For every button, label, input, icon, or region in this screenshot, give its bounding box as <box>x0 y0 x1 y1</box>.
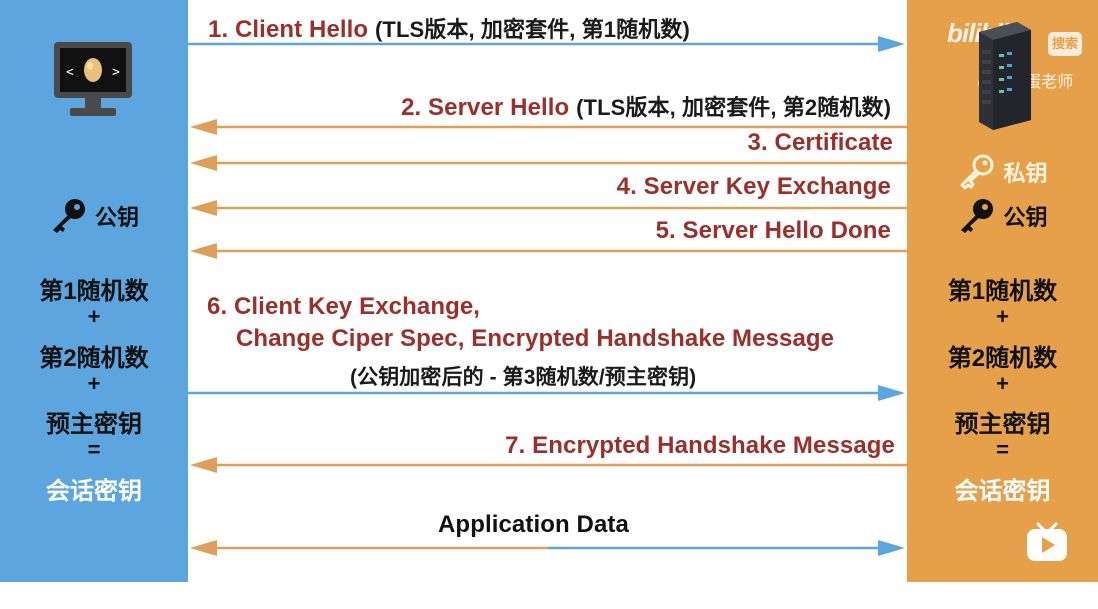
arrow-server-hello-done <box>190 243 907 259</box>
client-public-key: 公钥 <box>0 198 188 234</box>
msg-client-key-exchange-line1: 6. Client Key Exchange, <box>207 293 481 320</box>
server-equals: = <box>996 437 1009 462</box>
message-flow: 1. Client Hello (TLS版本, 加密套件, 第1随机数) 2. … <box>188 0 907 609</box>
server-random2: 第2随机数 <box>947 345 1058 372</box>
server-public-key: 公钥 <box>907 198 1098 234</box>
arrow-server-key-exchange <box>190 200 907 216</box>
server-random1: 第1随机数 <box>947 278 1058 305</box>
search-badge: 搜索 <box>1048 32 1082 56</box>
msg-server-key-exchange: 4. Server Key Exchange <box>616 173 891 200</box>
client-column: < > 公钥 第1随机数 + 第2随机数 + 预主密钥 = 会话密钥 <box>0 0 188 582</box>
msg-client-hello-label: 1. Client Hello <box>208 16 369 43</box>
client-plus-1: + <box>87 304 101 329</box>
key-icon <box>52 199 85 233</box>
msg-encrypted-handshake: 7. Encrypted Handshake Message <box>505 432 895 459</box>
client-equals: = <box>87 437 101 462</box>
client-plus-2: + <box>87 371 101 396</box>
msg-application-data: Application Data <box>438 511 629 538</box>
server-plus-2: + <box>996 371 1009 396</box>
arrow-server-hello <box>190 119 907 135</box>
server-private-key-label: 私钥 <box>1003 161 1048 186</box>
tv-play-icon <box>1025 520 1069 564</box>
key-outline-icon <box>960 154 994 190</box>
msg-server-hello-detail: (TLS版本, 加密套件, 第2随机数) <box>576 95 891 120</box>
msg-certificate: 3. Certificate <box>747 129 893 156</box>
server-public-key-label: 公钥 <box>1003 205 1048 230</box>
arrow-client-hello <box>188 36 905 52</box>
client-random1: 第1随机数 <box>39 278 149 305</box>
arrow-client-key-exchange <box>188 385 905 401</box>
client-session-key: 会话密钥 <box>46 478 142 505</box>
msg-client-hello: 1. Client Hello (TLS版本, 加密套件, 第1随机数) <box>208 12 690 44</box>
msg-server-hello-done: 5. Server Hello Done <box>655 217 891 244</box>
client-public-key-label: 公钥 <box>94 205 139 230</box>
msg-client-hello-detail: (TLS版本, 加密套件, 第1随机数) <box>374 17 690 42</box>
arrow-application-data <box>190 540 905 556</box>
msg-server-hello: 2. Server Hello (TLS版本, 加密套件, 第2随机数) <box>401 90 891 122</box>
msg-server-hello-label: 2. Server Hello <box>401 94 570 121</box>
svg-text:>: > <box>112 65 120 80</box>
server-premaster: 预主密钥 <box>954 411 1051 438</box>
msg-client-key-exchange-line3: (公钥加密后的 - 第3随机数/预主密钥) <box>350 366 697 389</box>
arrow-encrypted-handshake <box>190 457 907 473</box>
msg-client-key-exchange-line2: Change Ciper Spec, Encrypted Handshake M… <box>236 325 835 352</box>
svg-text:<: < <box>66 65 74 80</box>
arrow-certificate <box>190 155 907 171</box>
client-random2: 第2随机数 <box>39 345 149 372</box>
server-rack-icon <box>969 20 1035 132</box>
server-private-key: 私钥 <box>907 154 1098 190</box>
server-session-key: 会话密钥 <box>954 478 1051 505</box>
server-column: bilibili 搜索 @技术蛋老师 <box>907 0 1098 582</box>
server-plus-1: + <box>996 304 1009 329</box>
key-icon <box>961 199 994 233</box>
client-premaster: 预主密钥 <box>46 411 142 438</box>
computer-egg-icon: < > <box>52 40 134 122</box>
